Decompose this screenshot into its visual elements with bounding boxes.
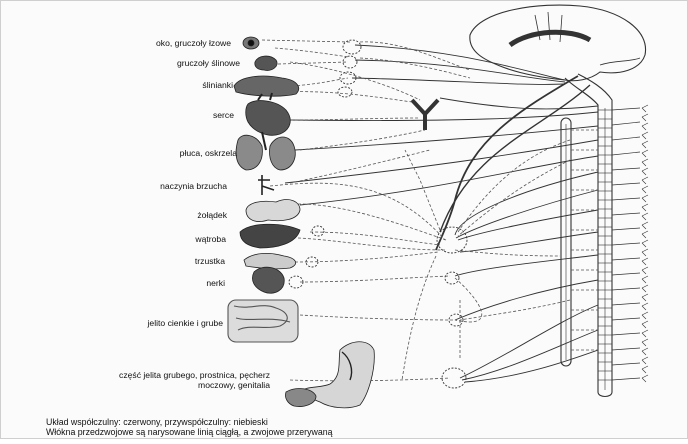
ganglion-superior-mesenteric bbox=[444, 271, 460, 285]
outgoing-arrow bbox=[641, 167, 649, 176]
ganglion-pelvic bbox=[441, 367, 467, 389]
salivary-gland-organ bbox=[254, 55, 278, 71]
label-stomach: żołądek bbox=[197, 210, 227, 220]
outgoing-arrow bbox=[641, 284, 649, 293]
legend-line-2: Włókna przedzwojowe są narysowane linią … bbox=[46, 427, 333, 437]
outgoing-arrow bbox=[641, 257, 649, 266]
label-lungs: płuca, oskrzela bbox=[179, 148, 237, 158]
ganglion-kidney bbox=[288, 275, 304, 289]
outgoing-arrow bbox=[641, 176, 649, 185]
label-pelvic: część jelita grubego, prostnica, pęcherz… bbox=[119, 370, 270, 390]
lungs-organ bbox=[235, 131, 296, 171]
brain-outline bbox=[469, 4, 647, 82]
ganglion-submandibular bbox=[339, 71, 357, 85]
label-liver: wątroba bbox=[195, 234, 226, 244]
outgoing-arrow bbox=[641, 347, 649, 356]
label-kidney: nerki bbox=[206, 278, 225, 288]
label-pancreas: trzustka bbox=[194, 256, 225, 266]
ganglion-pterygopalatine bbox=[342, 55, 358, 69]
ganglion-liver bbox=[311, 225, 325, 237]
intestine-organ bbox=[227, 299, 299, 343]
preganglionic-fibers bbox=[284, 44, 641, 383]
outgoing-arrow bbox=[641, 338, 649, 347]
sympathetic-chain bbox=[560, 117, 572, 367]
ganglion-celiac bbox=[436, 226, 468, 254]
label-vessels: naczynia brzucha bbox=[160, 181, 227, 191]
liver-organ bbox=[239, 223, 301, 249]
outgoing-arrow bbox=[641, 194, 649, 203]
stomach-organ bbox=[245, 199, 301, 222]
cervical-ganglion-shape bbox=[410, 98, 440, 130]
legend-line-1: Układ współczulny: czerwony, przywspółcz… bbox=[46, 417, 268, 427]
outgoing-arrow bbox=[641, 149, 649, 158]
ganglia bbox=[288, 39, 468, 389]
outgoing-arrow bbox=[641, 131, 649, 140]
outgoing-arrow bbox=[641, 356, 649, 365]
outgoing-arrow bbox=[641, 212, 649, 221]
label-salivary: ślinianki bbox=[202, 80, 233, 90]
salivary2-organ bbox=[233, 75, 299, 97]
outgoing-arrow bbox=[641, 248, 649, 257]
outgoing-arrow bbox=[641, 239, 649, 248]
pancreas-organ bbox=[243, 252, 297, 270]
outgoing-arrow bbox=[641, 302, 649, 311]
ganglion-pancreas bbox=[305, 256, 319, 268]
label-heart: serce bbox=[212, 110, 234, 120]
outgoing-arrow bbox=[641, 266, 649, 275]
label-intestine: jelito cienkie i grube bbox=[147, 318, 223, 328]
outgoing-arrow bbox=[641, 275, 649, 284]
outgoing-arrow bbox=[641, 293, 649, 302]
cord-segment-ticks bbox=[598, 104, 649, 383]
outgoing-arrow bbox=[641, 374, 649, 383]
outgoing-arrow bbox=[641, 104, 649, 113]
outgoing-arrow bbox=[641, 329, 649, 338]
kidney-organ bbox=[252, 266, 285, 294]
outgoing-arrow bbox=[641, 122, 649, 131]
postganglionic-fibers bbox=[261, 39, 598, 382]
outgoing-arrow bbox=[641, 203, 649, 212]
pelvic-organ bbox=[285, 341, 375, 409]
label-salivary-glands: gruczoły ślinowe bbox=[176, 58, 240, 68]
outgoing-arrow bbox=[641, 320, 649, 329]
eye-organ bbox=[242, 36, 260, 50]
outgoing-arrow bbox=[641, 113, 649, 122]
organs bbox=[227, 36, 375, 409]
ganglion-otic bbox=[337, 86, 353, 98]
outgoing-arrow bbox=[641, 311, 649, 320]
ganglion-ciliary bbox=[342, 39, 362, 55]
outgoing-arrow bbox=[641, 185, 649, 194]
outgoing-arrow bbox=[641, 221, 649, 230]
outgoing-arrow bbox=[641, 140, 649, 149]
vessels-organ bbox=[258, 175, 275, 195]
outgoing-arrow bbox=[641, 230, 649, 239]
outgoing-arrow bbox=[641, 365, 649, 374]
heart-organ bbox=[245, 92, 291, 136]
outgoing-arrow bbox=[641, 158, 649, 167]
label-eye: oko, gruczoły łzowe bbox=[156, 38, 231, 48]
spinal-cord bbox=[564, 73, 613, 398]
ganglion-inferior-mesenteric bbox=[448, 313, 464, 327]
